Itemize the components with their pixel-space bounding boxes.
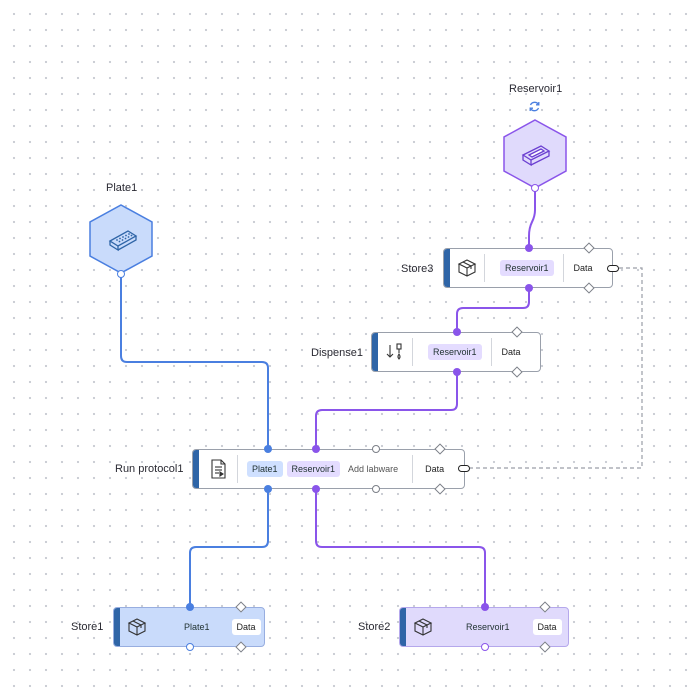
separator <box>412 455 414 483</box>
store-box-icon <box>450 259 484 277</box>
add-labware-button[interactable]: Add labware <box>348 464 399 474</box>
store2-label: Store2 <box>358 621 391 633</box>
run-protocol1-plate-input-port[interactable] <box>264 445 272 453</box>
store3-data-port[interactable] <box>607 265 619 272</box>
reservoir1-hex-node[interactable] <box>502 118 568 190</box>
wire-run-protocol-to-store1 <box>189 489 269 607</box>
store1-label: Store1 <box>71 621 104 633</box>
wire-run-protocol-to-store2 <box>315 489 486 607</box>
run-protocol1-data-chip[interactable]: Data <box>425 464 445 474</box>
store3-label: Store3 <box>401 263 434 275</box>
plate1-label: Plate1 <box>106 182 138 194</box>
wire-reservoir1-to-store3 <box>528 188 536 248</box>
store2-input-port[interactable] <box>481 603 489 611</box>
wire-dispense1-to-run-protocol <box>315 372 458 449</box>
protocol-icon <box>199 459 237 479</box>
dispense-icon <box>378 343 412 361</box>
reservoir1-output-port[interactable] <box>531 184 539 192</box>
store2-reservoir-chip[interactable]: Reservoir1 <box>466 622 510 632</box>
reservoir-icon <box>521 145 551 167</box>
run-protocol1-plate-output-port[interactable] <box>264 485 272 493</box>
wire-plate1-to-run-protocol <box>120 274 269 449</box>
node-accent-bar <box>444 249 450 287</box>
store-box-icon <box>406 618 440 636</box>
plate1-hex-node[interactable] <box>88 203 154 275</box>
dispense1-data-chip[interactable]: Data <box>501 347 521 357</box>
node-accent-bar <box>193 450 199 488</box>
store1-node[interactable]: Plate1 Data <box>113 607 265 647</box>
store3-data-chip[interactable]: Data <box>573 263 593 273</box>
node-accent-bar <box>400 608 406 646</box>
run-protocol1-label: Run protocol1 <box>115 463 184 475</box>
run-protocol1-reservoir-input-port[interactable] <box>312 445 320 453</box>
plate-icon <box>108 230 138 252</box>
store-box-icon <box>120 618 154 636</box>
run-protocol1-reservoir-output-port[interactable] <box>312 485 320 493</box>
dispense1-input-port[interactable] <box>453 328 461 336</box>
separator <box>562 254 564 282</box>
store3-reservoir-chip[interactable]: Reservoir1 <box>500 260 554 276</box>
separator <box>412 338 413 366</box>
store3-input-port[interactable] <box>525 244 533 252</box>
run-protocol1-node[interactable]: Plate1 Reservoir1 Add labware Data <box>192 449 465 489</box>
separator <box>237 455 238 483</box>
run-protocol1-data-port[interactable] <box>458 465 470 472</box>
store2-output-port[interactable] <box>481 643 489 651</box>
store3-output-port[interactable] <box>525 284 533 292</box>
plate1-output-port[interactable] <box>117 270 125 278</box>
node-accent-bar <box>372 333 378 371</box>
wire-store3-to-dispense1 <box>456 288 530 332</box>
run-protocol1-plate-chip[interactable]: Plate1 <box>247 461 283 477</box>
separator <box>490 338 492 366</box>
run-protocol1-add-input-port[interactable] <box>372 445 380 453</box>
run-protocol1-reservoir-chip[interactable]: Reservoir1 <box>286 461 341 477</box>
dispense1-label: Dispense1 <box>311 347 363 359</box>
store1-plate-chip[interactable]: Plate1 <box>184 622 210 632</box>
store1-input-port[interactable] <box>186 603 194 611</box>
refresh-icon[interactable] <box>528 100 541 113</box>
reservoir1-label: Reservoir1 <box>509 83 563 95</box>
node-accent-bar <box>114 608 120 646</box>
dispense1-reservoir-chip[interactable]: Reservoir1 <box>428 344 482 360</box>
store1-output-port[interactable] <box>186 643 194 651</box>
dispense1-output-port[interactable] <box>453 368 461 376</box>
store1-data-chip[interactable]: Data <box>231 619 261 635</box>
run-protocol1-add-output-port[interactable] <box>372 485 380 493</box>
separator <box>484 254 485 282</box>
store2-data-chip[interactable]: Data <box>532 619 562 635</box>
